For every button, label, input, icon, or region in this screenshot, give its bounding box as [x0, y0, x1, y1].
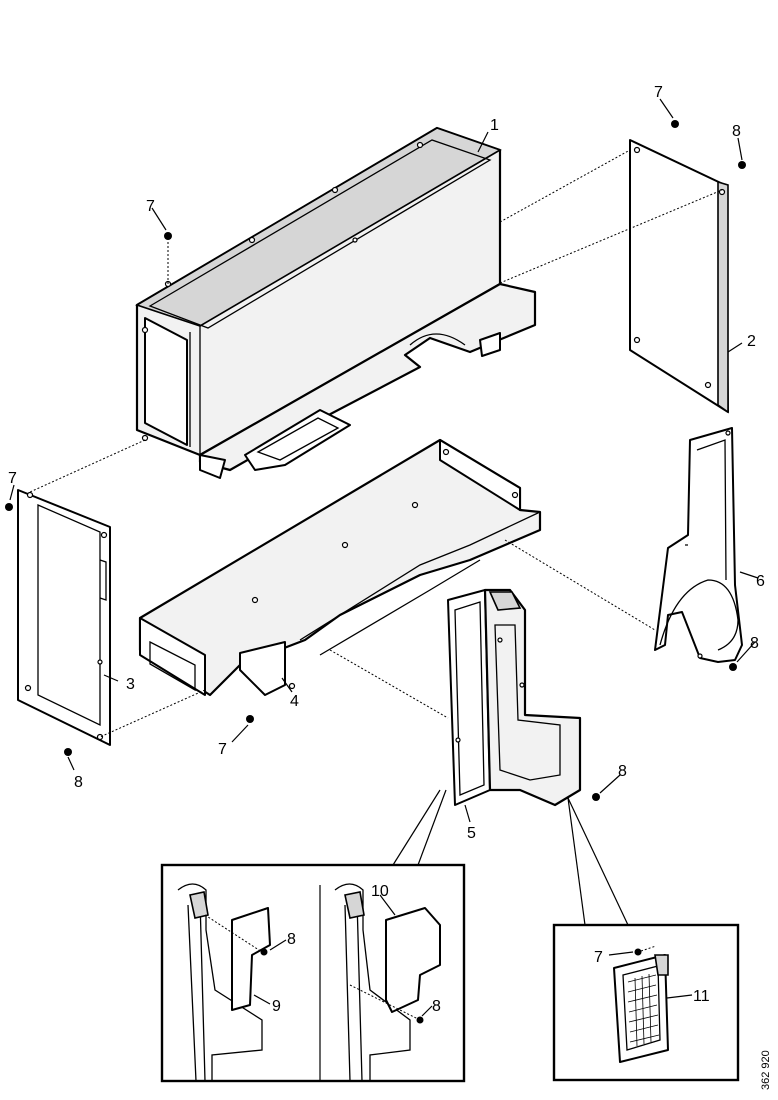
- washer-icon: [592, 793, 600, 801]
- washer-icon: [738, 161, 746, 169]
- callout-8-left: 8: [74, 774, 83, 791]
- figure-id: 362 920: [760, 1050, 772, 1090]
- screw-icon: [634, 948, 642, 956]
- callout-4: 4: [290, 693, 299, 710]
- part-5-vertical-duct: [447, 588, 582, 807]
- detail-inset-grille: [552, 923, 740, 1082]
- part-2-side-panel: [629, 139, 729, 414]
- callout-10: 10: [371, 883, 389, 900]
- screw-icon: [246, 715, 254, 723]
- screw-icon: [671, 120, 679, 128]
- callout-7-grille: 7: [594, 949, 603, 966]
- screw-icon: [164, 232, 172, 240]
- item-callouts: 1 2 3 4 5 6 7 7 7 7 7 8 8 8 8 8 8 9 10 1…: [8, 84, 765, 1015]
- detail-inset-brackets: [160, 863, 466, 1083]
- part-4-lower-tray: [138, 438, 542, 697]
- grille-mesh: [627, 973, 660, 1047]
- callout-7-left: 7: [8, 470, 17, 487]
- fasteners: [5, 120, 746, 801]
- callout-lines: [9, 98, 759, 926]
- screw-icon: [5, 503, 13, 511]
- callout-8-inset-right: 8: [432, 998, 441, 1015]
- part-1-upper-housing: [135, 126, 537, 479]
- washer-icon: [729, 663, 737, 671]
- callout-1: 1: [490, 117, 499, 134]
- part-3-end-panel: [17, 489, 111, 746]
- callout-6: 6: [756, 573, 765, 590]
- washer-icon: [416, 1016, 424, 1024]
- callout-8-inset-left: 8: [287, 931, 296, 948]
- callout-9: 9: [272, 998, 281, 1015]
- callout-8-right: 8: [750, 635, 759, 652]
- callout-11: 11: [693, 988, 710, 1005]
- assembly-leader-lines: [29, 149, 723, 738]
- washer-icon: [64, 748, 72, 756]
- callout-8-top-right: 8: [732, 123, 741, 140]
- callout-5: 5: [467, 825, 476, 842]
- callout-7-top-left: 7: [146, 198, 155, 215]
- washer-icon: [260, 948, 268, 956]
- callout-3: 3: [126, 676, 135, 693]
- part-6-gasket: [654, 427, 743, 663]
- callout-2: 2: [747, 333, 756, 350]
- callout-7-bottom: 7: [218, 741, 227, 758]
- callout-7-top-right: 7: [654, 84, 663, 101]
- callout-8-duct: 8: [618, 763, 627, 780]
